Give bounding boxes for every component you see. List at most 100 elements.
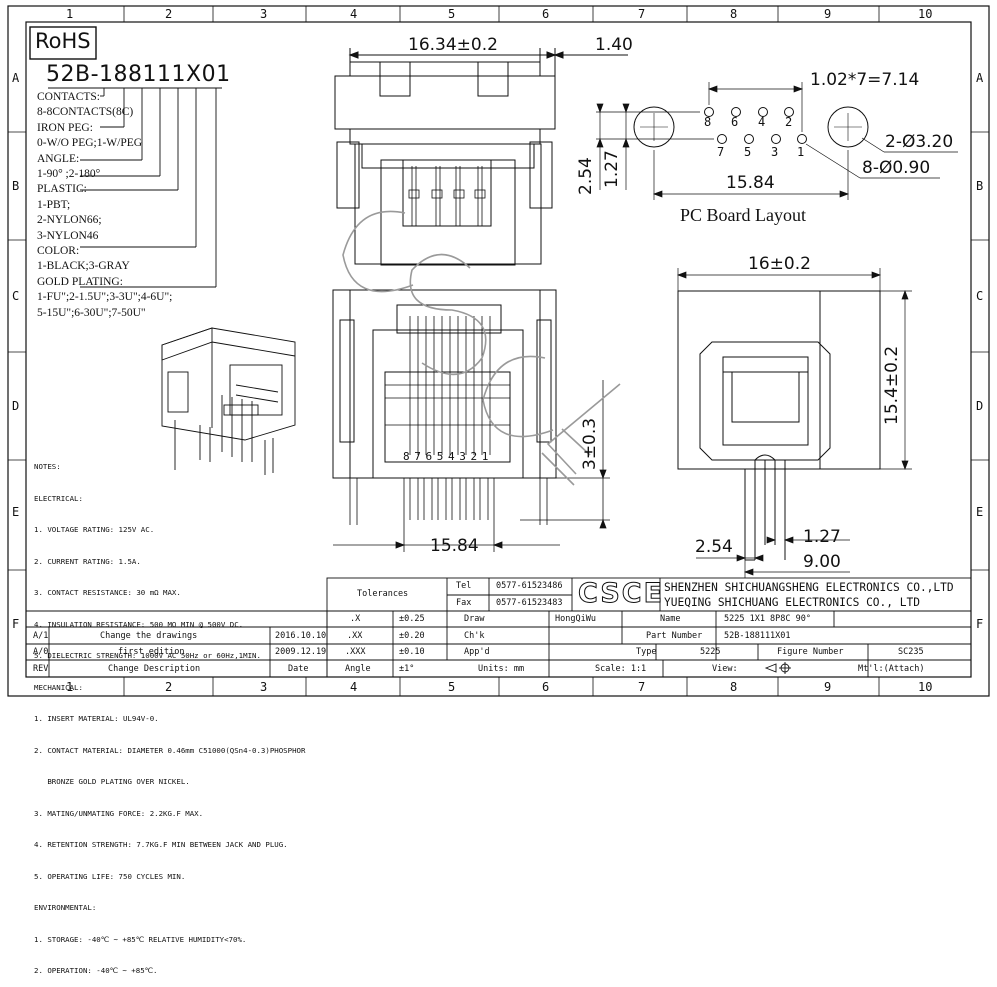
option-line: COLOR: [37, 245, 80, 258]
dim-hole-small: 8-Ø0.90 [862, 158, 931, 178]
option-line: 1-90° ;2-180° [37, 168, 101, 181]
dim-top-offset: 1.40 [595, 35, 633, 55]
note-line: 2. CONTACT MATERIAL: DIAMETER 0.46mm C51… [34, 745, 306, 755]
col-label: 7 [638, 7, 646, 21]
note-line: 1. VOLTAGE RATING: 125V AC. [34, 525, 155, 534]
note-line: 4. INSULATION RESISTANCE: 500 MΩ MIN @ 5… [34, 619, 244, 629]
option-line: 1-PBT; [37, 198, 71, 211]
col-label: 8 [730, 7, 738, 21]
option-line: ANGLE: [37, 152, 80, 165]
row-label: F [976, 617, 984, 631]
tb-tolerances: Tolerances [357, 589, 409, 599]
row-label: E [976, 505, 984, 519]
watermark-outline [342, 210, 621, 486]
col-label: 6 [542, 680, 550, 694]
option-list: CONTACTS: 8-8CONTACTS(8C) IRON PEG: 0-W/… [37, 90, 172, 321]
tb-check: Ch'k [464, 631, 485, 641]
note-line: 3. MATING/UNMATING FORCE: 2.2KG.F MAX. [34, 808, 204, 818]
col-label: 9 [824, 680, 832, 694]
dim-pitch: 1.02*7=7.14 [810, 70, 920, 90]
option-line: CONTACTS: [37, 91, 100, 103]
front-pin-numbers: 8 7 6 5 4 3 2 1 [403, 450, 488, 463]
row-label: A [12, 71, 20, 85]
tb-tel-label: Tel [456, 581, 472, 591]
option-line: 0-W/O PEG;1-W/PEG [37, 137, 143, 150]
pcb-layout-title: PC Board Layout [680, 205, 806, 225]
row-label: A [976, 71, 984, 85]
dim-front-width: 15.84 [430, 536, 479, 556]
pin-number: 5 [744, 145, 752, 159]
tb-fax: 0577-61523483 [496, 598, 563, 608]
col-label: 9 [824, 7, 832, 21]
tb-rev0-date: 2009.12.19 [275, 647, 327, 657]
col-label: 1 [66, 680, 74, 694]
tb-tel: 0577-61523486 [496, 581, 563, 591]
tb-scale: Scale: 1:1 [595, 664, 647, 674]
tb-rev0: A/0 [33, 647, 49, 657]
notes-block: NOTES: ELECTRICAL: 1. VOLTAGE RATING: 12… [34, 441, 305, 987]
col-label: 8 [730, 680, 738, 694]
tb-rev0-desc: first edition [118, 647, 185, 657]
option-line: 1-BLACK;3-GRAY [37, 260, 130, 273]
tb-part-value: 52B-188111X01 [724, 631, 791, 641]
tb-figure-label: Figure Number [777, 647, 844, 657]
col-label: 2 [165, 7, 173, 21]
col-label: 5 [448, 680, 456, 694]
option-line: GOLD PLATING: [37, 275, 123, 288]
part-code: 52B-188111X01 [46, 62, 231, 87]
drawing-sheet: 1 2 3 4 5 6 7 8 9 10 1 2 3 4 5 6 7 8 9 1… [7, 5, 990, 975]
tb-part-label: Part Number [646, 631, 703, 641]
tb-rev1-desc: Change the drawings [100, 631, 198, 641]
note-line: ELECTRICAL: [34, 493, 83, 503]
tb-tol-x-value: ±0.25 [399, 614, 425, 624]
col-label: 2 [165, 680, 173, 694]
option-line: 5-15U";6-30U";7-50U" [37, 306, 146, 319]
col-label: 4 [350, 680, 358, 694]
row-label: C [976, 289, 984, 303]
pin-number: 6 [731, 115, 739, 129]
tb-name-value: 5225 1X1 8P8C 90° [724, 614, 811, 624]
row-label: D [976, 399, 984, 413]
note-line: BRONZE GOLD PLATING OVER NICKEL. [34, 777, 190, 786]
tb-name-label: Name [660, 614, 681, 624]
dim-hole-big: 2-Ø3.20 [885, 132, 954, 152]
tb-rev1: A/1 [33, 631, 49, 641]
note-line: 1. INSERT MATERIAL: UL94V-0. [34, 714, 159, 723]
tb-type-label: Type [636, 647, 657, 657]
col-label: 10 [918, 680, 933, 694]
tb-rev-header: REV [33, 664, 49, 674]
option-line: 1-FU";2-1.5U";3-3U";4-6U"; [37, 291, 173, 304]
pin-number: 2 [785, 115, 793, 129]
tb-view: View: [712, 664, 738, 674]
col-label: 3 [260, 680, 268, 694]
tb-draw: Draw [464, 614, 485, 624]
drawing-linework [7, 5, 990, 697]
tb-fax-label: Fax [456, 598, 472, 608]
tb-tol-x: .X [350, 614, 361, 624]
note-line: 3. CONTACT RESISTANCE: 30 mΩ MAX. [34, 588, 181, 597]
tb-tol-xx: .XX [347, 631, 363, 641]
tb-company1: SHENZHEN SHICHUANGSHENG ELECTRONICS CO.,… [664, 581, 954, 594]
option-line: 2-NYLON66; [37, 214, 102, 227]
dim-front-height: 3±0.3 [580, 417, 600, 470]
tb-draw-value: HongQiWu [555, 614, 596, 624]
tb-desc-header: Change Description [108, 664, 201, 674]
tb-company2: YUEQING SHICHUANG ELECTRONICS CO., LTD [664, 596, 920, 609]
dim-side-900: 9.00 [803, 552, 841, 572]
tb-angle-value: ±1° [399, 664, 415, 674]
row-label: F [12, 617, 20, 631]
row-label: E [12, 505, 20, 519]
note-line: 5. DIELECTRIC STRENGTH: 1000V AC 50Hz or… [34, 651, 261, 660]
tb-tol-xxx-value: ±0.10 [399, 647, 425, 657]
tb-rev1-date: 2016.10.10 [275, 631, 327, 641]
tb-date-header: Date [288, 664, 309, 674]
col-label: 4 [350, 7, 358, 21]
col-label: 7 [638, 680, 646, 694]
rohs-mark: RoHS [35, 29, 91, 53]
note-line: MECHANICAL: [34, 682, 83, 692]
col-label: 1 [66, 7, 74, 21]
col-label: 10 [918, 7, 933, 21]
tb-figure-value: SC235 [898, 647, 924, 657]
row-label: B [976, 179, 984, 193]
dim-side-height: 15.4±0.2 [882, 345, 902, 425]
